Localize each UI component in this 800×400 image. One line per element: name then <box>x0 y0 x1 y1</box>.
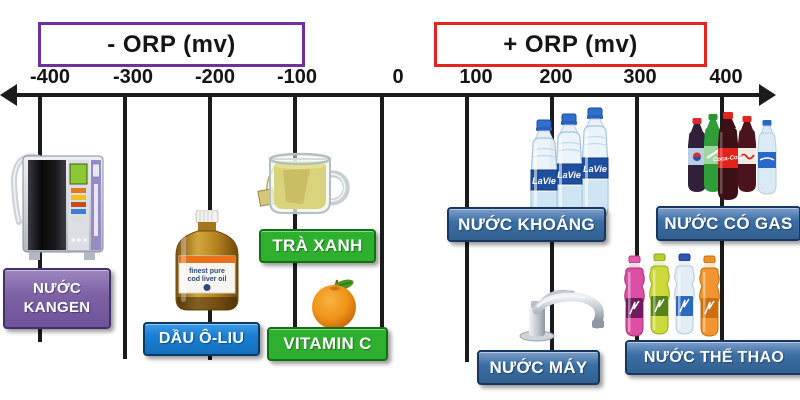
machine-screen <box>69 163 88 185</box>
label-line: DẦU Ô-LIU <box>158 330 245 347</box>
label-nuoc-may: NƯỚC MÁY <box>477 350 600 385</box>
sports-bottle <box>699 255 720 337</box>
marker-line-300 <box>635 97 639 343</box>
soda-bottle: Coca-Cola <box>713 112 744 200</box>
label-dau-o-liu: DẦU Ô-LIU <box>143 322 260 356</box>
tea-cup-image <box>256 150 360 222</box>
label-vitamin-c: VITAMIN C <box>267 327 388 361</box>
soda-bottles-image: Coca-Cola <box>684 112 780 204</box>
soda-bottle <box>738 116 756 192</box>
marker-line-neg100 <box>293 97 297 358</box>
label-nuoc-the-thao: NƯỚC THỂ THAO <box>625 340 800 375</box>
axis-tick-label: -100 <box>276 66 318 88</box>
soda-brand-text: Coca-Cola <box>713 154 744 163</box>
marker-line-neg300 <box>123 97 127 359</box>
axis-tick-label: 100 <box>459 66 493 88</box>
sports-bottle <box>649 253 670 335</box>
negative-orp-box: - ORP (mv) <box>38 22 305 67</box>
label-line: NƯỚC MÁY <box>489 357 588 377</box>
axis-tick-label: 400 <box>709 66 743 88</box>
label-line: NƯỚC KHOÁNG <box>458 214 595 234</box>
axis-tick-label: 200 <box>539 66 573 88</box>
water-brand-text: LaVie <box>532 176 556 186</box>
axis-tick-label: -400 <box>29 66 71 88</box>
axis-tick-label: -200 <box>194 66 236 88</box>
sports-drink-bottles-image <box>620 253 724 339</box>
sports-bottle <box>624 255 645 337</box>
axis-right-arrow-icon <box>759 84 776 106</box>
axis-tick-label: 300 <box>623 66 657 88</box>
label-line: NƯỚC THỂ THAO <box>643 348 785 366</box>
oil-bottle-text: finest pure <box>189 268 225 275</box>
faucet-spout <box>532 292 604 329</box>
axis-tick-label: 0 <box>392 66 404 88</box>
orange-fruit-image <box>306 276 362 330</box>
oil-bottle-image: finest pure cod liver oil <box>168 209 246 313</box>
label-line: VITAMIN C <box>283 334 372 354</box>
axis-line <box>14 93 762 97</box>
soda-bottle <box>688 118 706 192</box>
positive-orp-label: + ORP (mv) <box>503 30 638 58</box>
label-line: KANGEN <box>23 298 91 316</box>
negative-orp-label: - ORP (mv) <box>107 30 236 58</box>
water-bottle: LaVie <box>581 107 609 221</box>
axis-tick-label: -300 <box>112 66 154 88</box>
teabag <box>283 169 310 204</box>
faucet-image <box>518 286 616 342</box>
water-brand-text: LaVie <box>557 170 581 180</box>
label-nuoc-kangen: NƯỚC KANGEN <box>3 268 111 329</box>
axis-left-arrow-icon <box>0 84 17 106</box>
water-brand-text: LaVie <box>583 164 607 174</box>
soda-bottle <box>757 120 777 195</box>
label-line: NƯỚC CÓ GAS <box>664 213 793 233</box>
positive-orp-box: + ORP (mv) <box>434 22 707 67</box>
kangen-machine-image <box>5 150 105 262</box>
label-nuoc-co-gas: NƯỚC CÓ GAS <box>656 206 800 241</box>
marker-line-0 <box>380 97 384 333</box>
label-line: NƯỚC <box>32 279 82 297</box>
sports-bottle <box>674 253 695 335</box>
soda-bottle <box>704 114 722 192</box>
label-tra-xanh: TRÀ XANH <box>259 229 376 263</box>
oil-bottle-text: cod liver oil <box>188 276 227 283</box>
label-line: TRÀ XANH <box>272 236 363 256</box>
label-nuoc-khoang: NƯỚC KHOÁNG <box>447 207 606 242</box>
